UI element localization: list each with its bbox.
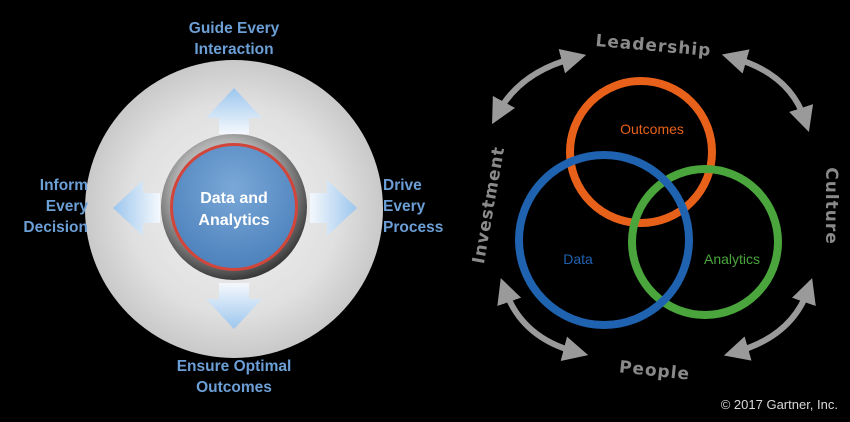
left-label-line3: Decision bbox=[23, 219, 88, 236]
data-label: Data bbox=[563, 251, 593, 267]
bottom-label-line1: Ensure Optimal bbox=[177, 358, 292, 375]
top-label-line1: Guide Every bbox=[189, 20, 280, 37]
arrow-bottom-left-icon bbox=[497, 278, 589, 362]
arrow-right-icon bbox=[310, 180, 357, 236]
arrow-left-icon bbox=[113, 180, 160, 236]
right-label-line2: Every bbox=[383, 198, 426, 215]
arrow-bottom-right-icon bbox=[723, 278, 816, 361]
right-label-line3: Process bbox=[383, 219, 443, 236]
left-label-line2: Every bbox=[46, 198, 89, 215]
arrow-top-left-icon bbox=[492, 48, 587, 125]
leadership-label: Leadership bbox=[595, 31, 712, 61]
data-ring bbox=[515, 151, 693, 329]
center-core bbox=[173, 146, 295, 268]
arrow-up-icon bbox=[206, 88, 262, 134]
left-label-line1: Inform bbox=[40, 177, 88, 194]
analytics-label: Analytics bbox=[704, 251, 760, 267]
outcomes-label: Outcomes bbox=[620, 121, 684, 137]
analytics-ring bbox=[628, 165, 782, 319]
outcomes-ring bbox=[566, 77, 716, 227]
arrow-top-right-icon bbox=[721, 49, 814, 132]
center-label-line1: Data and bbox=[200, 190, 268, 207]
people-label: People bbox=[618, 357, 691, 384]
right-label-line1: Drive bbox=[383, 177, 422, 194]
culture-label: Culture bbox=[821, 167, 841, 245]
center-label-line2: Analytics bbox=[198, 212, 269, 229]
arrow-down-icon bbox=[206, 283, 262, 329]
left-diagram: Data and Analytics Guide Every Interacti… bbox=[23, 20, 443, 396]
investment-label: Investment bbox=[469, 145, 509, 265]
top-label-line2: Interaction bbox=[194, 41, 273, 58]
bottom-label-line2: Outcomes bbox=[196, 379, 272, 396]
right-diagram: Outcomes Data Analytics Leadership Peopl… bbox=[469, 31, 841, 385]
copyright-text: © 2017 Gartner, Inc. bbox=[721, 397, 838, 412]
